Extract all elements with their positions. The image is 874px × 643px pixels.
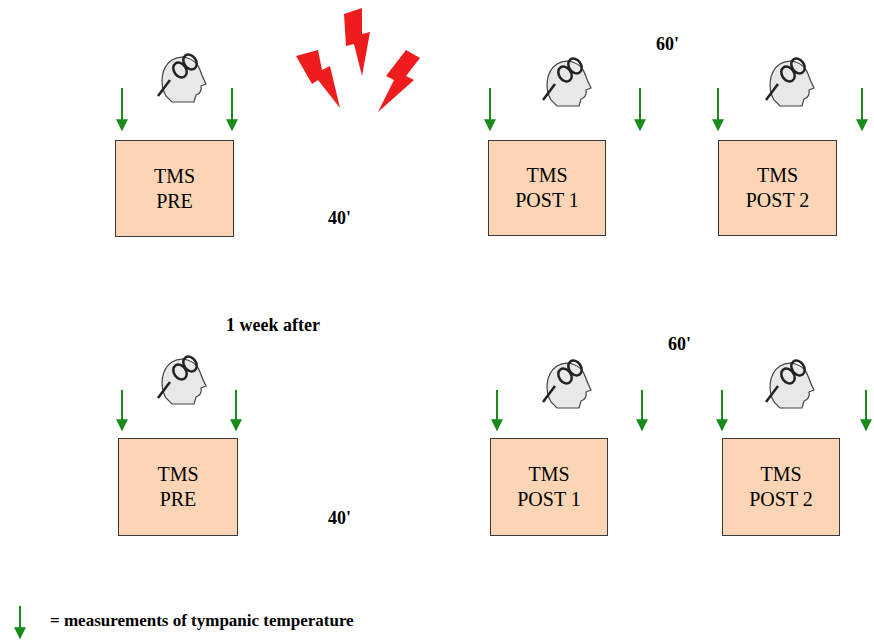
interval-label: 1 week after xyxy=(226,315,320,336)
process-box: TMS POST 1 xyxy=(490,438,608,536)
process-box: TMS PRE xyxy=(115,140,234,237)
duration-label: 40' xyxy=(328,208,351,229)
box-label: TMS POST 1 xyxy=(509,163,585,213)
process-box: TMS POST 1 xyxy=(488,140,606,236)
lightning-bolts xyxy=(296,8,420,112)
legend-text: = measurements of tympanic temperature xyxy=(50,611,354,631)
box-label: TMS POST 2 xyxy=(739,163,816,213)
head-icons xyxy=(158,52,814,408)
box-label: TMS PRE xyxy=(139,462,217,512)
box-label: TMS POST 1 xyxy=(511,462,587,512)
duration-label: 60' xyxy=(668,334,691,355)
temperature-arrows xyxy=(20,88,866,638)
duration-label: 60' xyxy=(656,34,679,55)
process-box: TMS POST 2 xyxy=(722,438,840,536)
box-label: TMS PRE xyxy=(136,164,213,214)
process-box: TMS POST 2 xyxy=(718,140,837,236)
box-label: TMS POST 2 xyxy=(743,462,819,512)
duration-label: 40' xyxy=(328,508,351,529)
process-box: TMS PRE xyxy=(118,438,238,536)
